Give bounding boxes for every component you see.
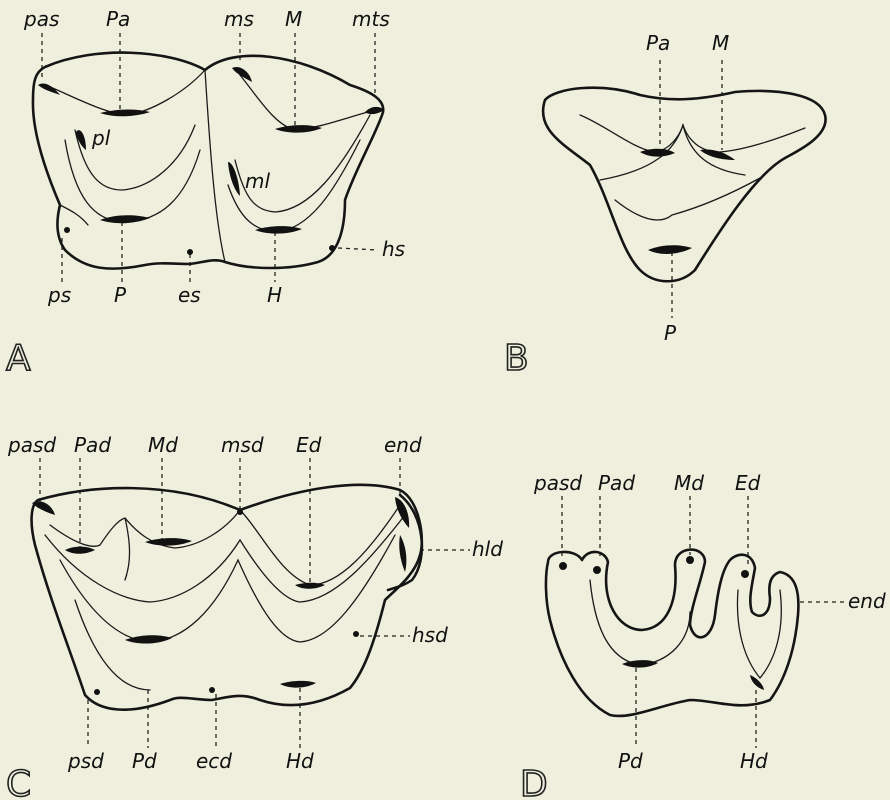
cusp-d-pad	[593, 566, 601, 574]
label-d-hd: Hd	[740, 749, 768, 773]
label-c-pasd: pasd	[7, 433, 56, 457]
cusp-c-ed	[295, 583, 325, 589]
cusp-c-hd	[280, 681, 316, 688]
panel-d: pasd Pad Md Ed end Pd Hd D	[520, 471, 886, 800]
label-b-p: P	[664, 321, 677, 345]
cusp-h	[255, 226, 302, 234]
leader-hs	[338, 248, 378, 250]
cusp-es	[187, 249, 193, 255]
label-d-end: end	[848, 589, 886, 613]
ridge-c-1	[50, 510, 240, 548]
cusp-c-pd	[125, 635, 172, 643]
label-ms: ms	[224, 7, 254, 31]
cusp-mts	[365, 107, 384, 114]
label-ps: ps	[47, 283, 71, 307]
ridge-a-1	[45, 70, 205, 115]
label-es: es	[178, 283, 201, 307]
cusp-d-md	[686, 556, 694, 564]
ridge-b-4	[615, 178, 760, 220]
panel-letter-a: A	[6, 338, 31, 379]
label-pa: Pa	[106, 7, 130, 31]
cusp-hs	[329, 245, 335, 251]
ridge-c-6	[75, 600, 150, 690]
label-m: M	[285, 7, 302, 31]
ridge-c-5	[60, 535, 395, 642]
panel-a: pas Pa ms M mts pl ml hs ps P es H A	[6, 7, 405, 379]
label-c-ed: Ed	[296, 433, 322, 457]
label-pl: pl	[91, 126, 111, 150]
ridge-c-4	[45, 515, 405, 602]
tooth-c-outline	[32, 485, 422, 710]
cusp-c-msd	[237, 509, 243, 515]
cusp-c-ecd	[209, 687, 215, 693]
label-c-psd: psd	[67, 749, 104, 773]
cusp-c-pad	[65, 547, 95, 554]
ridge-d-2	[737, 590, 781, 678]
cusp-d-ed	[741, 570, 749, 578]
ridge-a-5	[65, 140, 200, 222]
label-d-md: Md	[674, 471, 704, 495]
panel-letter-d: D	[520, 764, 548, 800]
cusp-b-p	[648, 245, 692, 254]
tooth-d-outline	[546, 550, 798, 716]
label-b-pa: Pa	[646, 31, 670, 55]
panel-c: pasd Pad Md msd Ed end hld hsd psd Pd ec…	[6, 433, 503, 800]
label-c-msd: msd	[221, 433, 264, 457]
label-d-ed: Ed	[735, 471, 761, 495]
label-p: P	[114, 283, 127, 307]
label-c-ecd: ecd	[196, 749, 232, 773]
cusp-c-md	[145, 538, 192, 546]
label-mts: mts	[352, 7, 390, 31]
ridge-a-8	[60, 205, 88, 225]
cusp-d-pasd	[559, 562, 567, 570]
tooth-a-outline	[33, 53, 383, 269]
label-c-pd: Pd	[132, 749, 157, 773]
panel-letter-b: B	[504, 338, 529, 379]
cusp-c-pasd	[32, 501, 55, 515]
label-d-pasd: pasd	[533, 471, 582, 495]
label-b-m: M	[712, 31, 729, 55]
ridge-c-2	[125, 518, 130, 580]
cusp-c-hsd	[353, 631, 359, 637]
label-d-pad: Pad	[598, 471, 635, 495]
ridge-a-3	[240, 75, 375, 130]
label-c-hd: Hd	[286, 749, 314, 773]
cusp-c-psd	[94, 689, 100, 695]
panel-letter-c: C	[6, 764, 31, 800]
label-c-end: end	[384, 433, 422, 457]
cusp-ms	[232, 67, 252, 82]
cusp-c-hld	[399, 535, 406, 572]
label-d-pd: Pd	[618, 749, 643, 773]
cusp-d-hd	[750, 675, 764, 690]
label-h: H	[267, 283, 282, 307]
label-c-hld: hld	[472, 537, 503, 561]
label-ml: ml	[245, 169, 270, 193]
label-c-hsd: hsd	[412, 623, 448, 647]
label-hs: hs	[382, 237, 405, 261]
label-c-pad: Pad	[74, 433, 111, 457]
ridge-a-2	[205, 70, 225, 262]
ridge-c-3	[240, 505, 400, 585]
cusp-p	[100, 215, 150, 223]
label-pas: pas	[23, 7, 59, 31]
panel-b: Pa M P B	[504, 31, 826, 379]
cusp-ps	[64, 227, 70, 233]
label-c-md: Md	[148, 433, 178, 457]
